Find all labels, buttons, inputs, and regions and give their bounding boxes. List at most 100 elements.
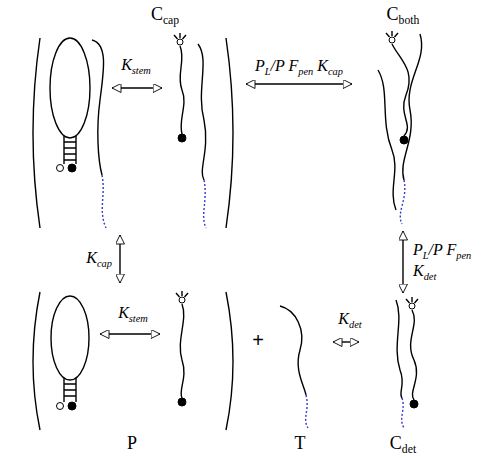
state-group: Cdet	[362, 296, 458, 456]
probe-strand	[392, 44, 409, 136]
probe-loop	[50, 38, 90, 138]
label-holder: PL/P Fpen Kcap	[255, 57, 343, 78]
target-strand	[198, 44, 206, 180]
label-holder: Kstem	[118, 304, 148, 325]
fluorophore-rays	[386, 31, 398, 37]
rate-label: PL/P Fpen Kcap	[255, 57, 343, 78]
state-group: T	[274, 296, 330, 456]
bracket	[33, 38, 40, 228]
fluorophore	[57, 403, 64, 410]
target-strand	[403, 34, 422, 180]
state-label: Cboth	[387, 4, 420, 28]
symbol: +	[252, 329, 264, 351]
equilibrium-arrow	[333, 341, 359, 342]
quencher	[400, 136, 408, 144]
symbol: K	[317, 57, 328, 74]
symbol: K	[121, 56, 132, 73]
state-label: Ccap	[151, 4, 179, 28]
symbol: /P	[429, 241, 443, 258]
fluorophore	[409, 303, 415, 309]
rate-label: Kdet	[338, 310, 361, 331]
target-tail	[102, 175, 106, 228]
subscript: pen	[298, 66, 313, 77]
fluorophore-rays	[176, 291, 188, 297]
probe-loop	[51, 296, 89, 380]
quencher	[68, 164, 76, 172]
symbol: P	[127, 433, 137, 453]
probe-stem	[64, 136, 76, 164]
symbol: P	[413, 241, 423, 258]
symbol: P	[255, 57, 265, 74]
capture-strand	[378, 70, 396, 210]
quencher	[178, 134, 186, 142]
subscript: det	[424, 271, 437, 282]
label-holder: Kcap	[86, 249, 112, 270]
fluorophore	[177, 39, 183, 45]
symbol: K	[413, 262, 424, 279]
label-holder: PL/P Fpen Kdet	[413, 241, 491, 282]
rate-label: Kstem	[118, 304, 148, 325]
target-strand	[92, 40, 104, 175]
subscript: cap	[163, 14, 179, 27]
quencher	[178, 398, 186, 406]
bracket	[33, 292, 40, 430]
fluorophore	[389, 37, 395, 43]
quencher	[410, 400, 418, 408]
rate-label: Kcap	[86, 249, 112, 270]
target-tail	[306, 395, 308, 428]
subscript: stem	[132, 64, 151, 75]
state-group: P	[28, 286, 242, 456]
target-tail	[400, 180, 405, 224]
fluorophore	[57, 165, 64, 172]
bracket	[226, 292, 233, 430]
symbol: F	[447, 241, 457, 258]
fluorophore-rays	[406, 297, 418, 303]
subscript: cap	[97, 257, 112, 268]
state-label: T	[295, 433, 306, 454]
probe-strand	[180, 46, 184, 134]
subscript: det	[349, 318, 362, 329]
subscript: both	[399, 14, 420, 27]
bracket	[226, 38, 233, 228]
rate-label: Kstem	[121, 56, 151, 77]
plus-sign: +	[252, 329, 264, 352]
symbol: F	[289, 57, 299, 74]
equilibrium-arrow	[402, 231, 403, 293]
probe-strand	[180, 304, 184, 398]
symbol: K	[118, 304, 129, 321]
probe-strand	[411, 310, 417, 400]
state-label: Cdet	[390, 433, 416, 457]
subscript: pen	[456, 250, 471, 261]
subscript: L	[423, 250, 429, 261]
subscript: stem	[129, 312, 148, 323]
state-group: Cboth	[356, 4, 452, 228]
equilibrium-arrow	[112, 87, 162, 88]
symbol: K	[338, 310, 349, 327]
subscript: det	[402, 443, 416, 456]
quencher	[68, 402, 76, 410]
label-holder: +	[252, 329, 264, 352]
state-group: Ccap	[28, 4, 242, 232]
target-strand	[396, 300, 402, 398]
target-strand	[280, 306, 306, 395]
equilibrium-arrow	[119, 235, 120, 283]
symbol: /P	[271, 57, 285, 74]
equilibrium-arrow	[100, 333, 160, 334]
symbol: T	[295, 433, 306, 453]
fluorophore-rays	[174, 33, 186, 39]
symbol: K	[86, 249, 97, 266]
state-label: P	[127, 433, 137, 454]
target-tail	[204, 180, 206, 228]
label-holder: Kstem	[121, 56, 151, 77]
fluorophore	[179, 297, 185, 303]
label-holder: Kdet	[338, 310, 361, 331]
equilibrium-arrow	[246, 83, 352, 84]
symbol: C	[390, 433, 402, 453]
probe-stem	[64, 378, 76, 402]
rate-label: PL/P Fpen Kdet	[413, 241, 491, 282]
